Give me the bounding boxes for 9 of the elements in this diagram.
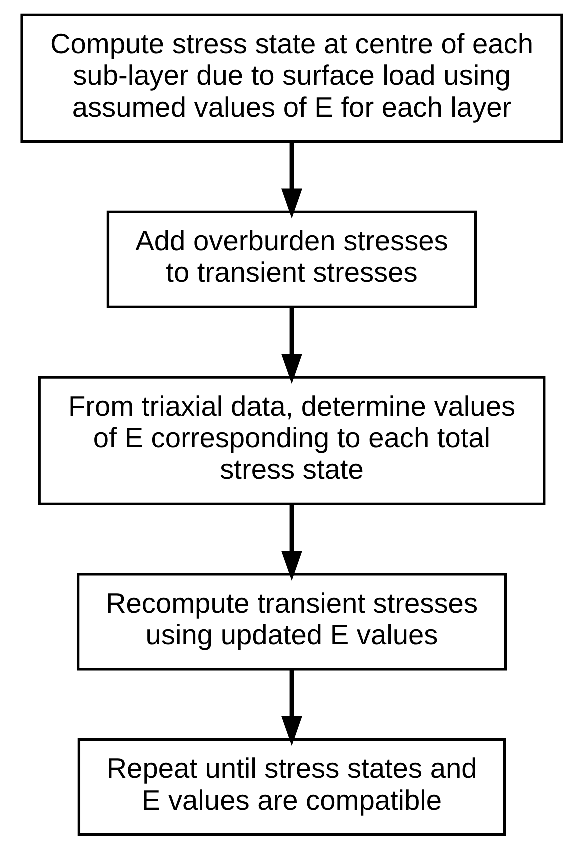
- node-box: Compute stress state at centre of each sub-layer due to surface load using assumed values of E for each layer: [20, 14, 564, 144]
- arrow: [282, 307, 302, 384]
- node-box: Add overburden stresses to transient stresses: [106, 210, 478, 308]
- node-box: From triaxial data, determine values of E corresponding to each total stress state: [38, 376, 546, 506]
- arrow: [282, 142, 302, 219]
- node-box: Recompute transient stresses using updated E values: [77, 573, 507, 671]
- arrow: [282, 504, 302, 582]
- node-box: Repeat until stress states and E values are compatible: [78, 738, 506, 836]
- arrow: [282, 670, 302, 746]
